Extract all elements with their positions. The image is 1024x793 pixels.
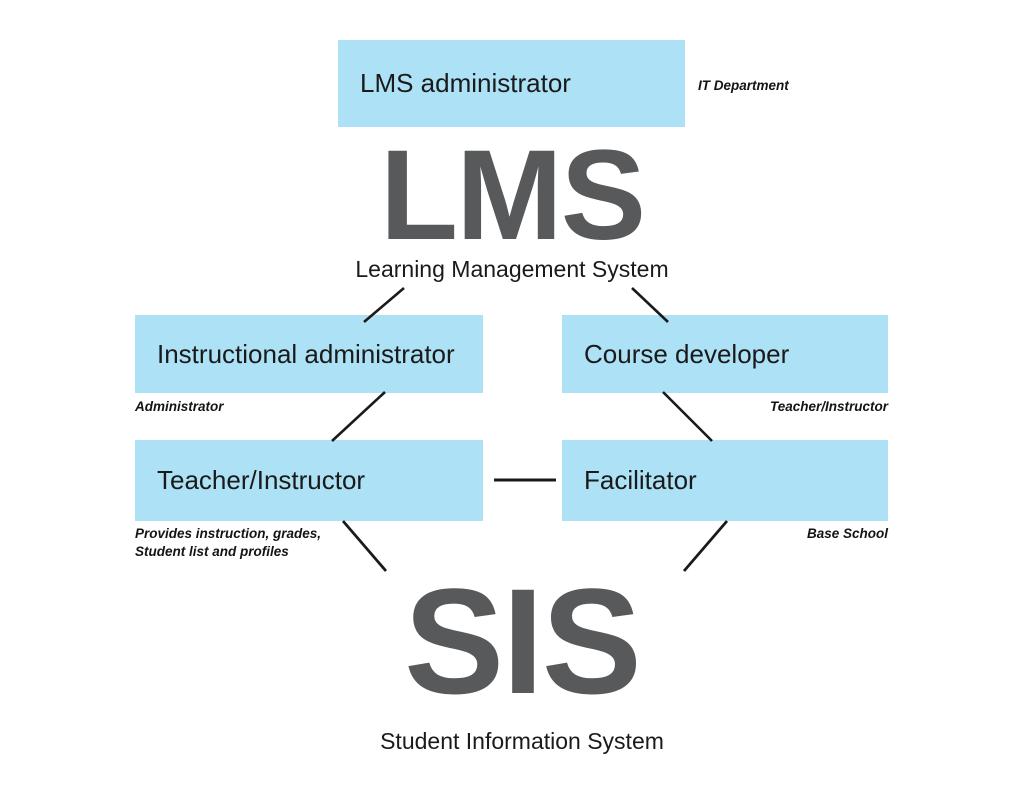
caption-instructional-administrator: Administrator xyxy=(135,399,224,414)
logo-sis: SIS xyxy=(404,557,642,725)
box-lms-administrator-label: LMS administrator xyxy=(360,68,571,99)
box-facilitator[interactable]: Facilitator xyxy=(562,440,888,521)
box-teacher-instructor-label: Teacher/Instructor xyxy=(157,465,366,496)
box-instructional-administrator[interactable]: Instructional administrator xyxy=(135,315,483,393)
box-lms-administrator[interactable]: LMS administrator xyxy=(338,40,685,127)
logo-sis-subtitle: Student Information System xyxy=(380,728,664,754)
box-facilitator-label: Facilitator xyxy=(584,465,697,496)
box-course-developer-label: Course developer xyxy=(584,338,790,369)
caption-course-developer: Teacher/Instructor xyxy=(769,399,888,414)
caption-teacher-instructor: Provides instruction, grades, Student li… xyxy=(135,526,322,560)
logo-lms: LMS xyxy=(379,124,646,267)
caption-lms-administrator: IT Department xyxy=(698,78,789,93)
caption-facilitator: Base School xyxy=(806,526,888,541)
box-course-developer[interactable]: Course developer xyxy=(562,315,888,393)
box-instructional-administrator-label: Instructional administrator xyxy=(157,338,455,369)
box-teacher-instructor[interactable]: Teacher/Instructor xyxy=(135,440,483,521)
logo-lms-subtitle: Learning Management System xyxy=(355,256,669,282)
